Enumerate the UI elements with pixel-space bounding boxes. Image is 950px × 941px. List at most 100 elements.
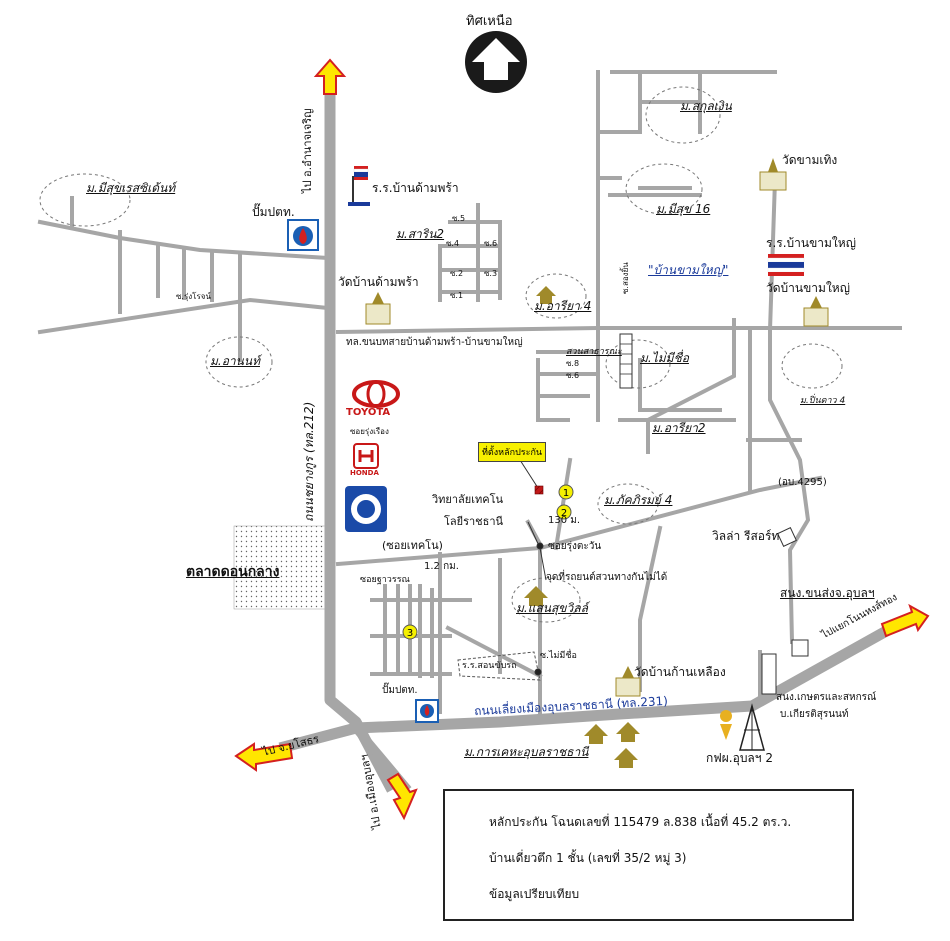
soi-3-label: ซ.3: [484, 269, 498, 278]
soi-nameless-label: ซ.ไม่มีชื่อ: [540, 651, 577, 661]
collateral-marker-icon: [534, 485, 544, 495]
soi-techno-label: (ซอยเทคโน): [382, 539, 443, 552]
company-label: บ.เกียรติสุรนนท์: [780, 709, 849, 720]
school-sonchit-area: [457, 651, 541, 681]
soi-rungruang-label: ซอยรุ่งเรือง: [350, 427, 389, 436]
distance-12-label: 1.2 กม.: [424, 561, 459, 572]
rural-road-label: ทล.ขนบทสายบ้านด้ามพร้า-บ้านขามใหญ่: [346, 337, 523, 348]
comparison-point-1: [558, 484, 574, 500]
school-dampra-flag-icon: [348, 166, 370, 206]
office-irr-label: สนง.ขนส่งจ.อุบลฯ: [780, 586, 875, 600]
egat-tower-icon: [720, 703, 765, 751]
village-meesuk-residence-label: ม.มีสุขเรสซิเด้นท์: [86, 181, 176, 195]
pointer-lines: [519, 459, 547, 676]
legend-item-collateral: หลักประกัน โฉนดเลขที่ 115479 ล.838 เนื้อ…: [489, 815, 792, 829]
house-icon: [536, 286, 556, 304]
village-araya2-label: ม.อารียา2: [652, 421, 706, 435]
road-212-label: ถนนชยางกูร (ทล.212): [302, 401, 316, 522]
temple-icon: [365, 292, 391, 325]
soi-j6-label: ซ.6: [566, 371, 580, 380]
ban-kamyai-label: "บ้านขามใหญ่": [648, 263, 729, 277]
house-icon: [614, 748, 638, 768]
row-house-icon: [619, 333, 633, 389]
school-sonchit-label: ร.ร.สอนขับรถ: [462, 661, 517, 671]
village-araya4-label: ม.อารียา 4: [534, 299, 592, 313]
highway-231: [278, 615, 909, 754]
village-house-icons: [524, 286, 640, 768]
arrow-east-icon: [880, 603, 930, 638]
temple-icons: [365, 158, 829, 697]
village-sakun-label: ม.สกุลเงิน: [680, 99, 732, 113]
arrow-north-label: ไป อ.อำนาจเจริญ: [301, 108, 314, 193]
ptt-bottom-label: ปั๊มปตท.: [382, 685, 418, 696]
village-saensuk-label: ม.แสนสุขวิลล์: [516, 601, 588, 615]
legend-item-comparison: ข้อมูลเปรียบเทียบ: [489, 887, 580, 901]
wat-kamyai-label: วัดบ้านขามใหญ่: [766, 281, 850, 295]
villa-label: วิลล่า รีสอร์ท: [712, 529, 780, 543]
toyota-label: TOYOTA: [346, 407, 391, 418]
thai-flag-icon: [767, 254, 805, 276]
wat-konlueang-label: วัดบ้านก้านเหลือง: [634, 665, 726, 679]
village-pinkao4-label: ม.ปิ่นดาว 4: [800, 396, 846, 406]
school-kamyai-label: ร.ร.บ้านขามใหญ่: [766, 236, 856, 250]
temple-icon: [615, 666, 641, 697]
soi-rungtawan-label: ซอยรุ่งตะวัน: [548, 541, 602, 552]
ptt-top-label: ปั๊มปตท.: [252, 205, 295, 219]
soi-6-label: ซ.6: [484, 239, 498, 248]
bank-logo-icon: [345, 486, 387, 532]
village-karakeha-label: ม.การเคหะอุบลราชธานี: [464, 745, 589, 759]
comparison-point-2: [556, 504, 572, 520]
wat-dampra-label: วัดบ้านด้ามพร้า: [338, 275, 419, 289]
villa-icon: [777, 527, 797, 547]
office-coop-label: สนง.เกษตรและสหกรณ์: [776, 692, 877, 703]
village-pakkarom4-label: ม.ภัคภิรมย์ 4: [604, 493, 673, 507]
village-sarin2-label: ม.สาริน2: [396, 227, 445, 241]
collateral-callout: ที่ตั้งหลักประกัน: [478, 442, 547, 462]
soi-j8-label: ซ.8: [566, 359, 580, 368]
wat-kamterng-label: วัดขามเทิง: [782, 153, 838, 167]
temple-icon: [759, 158, 787, 191]
arrow-west-icon: [234, 742, 294, 772]
techno-college-label-2: โลยีราชธานี: [444, 515, 504, 528]
direction-arrows: [234, 58, 930, 821]
village-nonamevillage-label: ม.ไม่มีชื่อ: [640, 351, 689, 365]
comparison-point-3: [402, 624, 418, 640]
soi-5-label: ซ.5: [452, 214, 466, 223]
distance-130-label: 130 ม.: [548, 515, 581, 526]
toyota-logo-icon: [352, 380, 400, 408]
soi-4-label: ซ.4: [446, 239, 460, 248]
house-icon: [584, 724, 608, 744]
school-dampra-label: ร.ร.บ้านด้ามพร้า: [372, 181, 459, 195]
soi-rungroj-label: ซ.รุ่งโรจน์: [176, 292, 211, 301]
uturn-label: จุดที่รถยนต์สวนทางกันไม่ได้: [546, 572, 668, 583]
north-compass-icon: [465, 31, 527, 93]
legend-box: หลักประกัน โฉนดเลขที่ 115479 ล.838 เนื้อ…: [443, 789, 854, 921]
honda-logo-icon: [353, 443, 379, 469]
ptt-station-icon: [415, 699, 439, 723]
park-label: สวนสาธารณะ: [566, 347, 622, 357]
village-anon-label: ม.อานนท์: [210, 354, 260, 368]
temple-icon: [803, 296, 829, 327]
arrow-south-icon: [386, 772, 418, 821]
village-meesuk16-label: ม.มีสุข 16: [656, 202, 711, 216]
egat-label: กฟผ.อุบลฯ 2: [706, 751, 773, 765]
soi-1-label: ซ.1: [450, 291, 464, 300]
compass-label: ทิศเหนือ: [466, 14, 513, 29]
office-icons: [761, 639, 809, 695]
soi-sawan-label: ซ.สองยิ้น: [621, 262, 630, 294]
minor-roads: [37, 70, 902, 722]
techno-college-label-1: วิทยาลัยเทคโน: [432, 493, 504, 506]
comparison-point-number: 1: [563, 488, 569, 499]
soi-charoen-label: ซอยฐาวรรณ: [360, 575, 410, 585]
comparison-markers: 123: [402, 484, 574, 640]
ptt-station-icon: [287, 219, 319, 251]
comparison-point-number: 3: [407, 628, 413, 639]
legend-item-house: บ้านเดี่ยวตึก 1 ชั้น (เลขที่ 35/2 หมู่ 3…: [489, 851, 687, 865]
house-icon: [524, 586, 548, 606]
house-icon: [616, 722, 640, 742]
market-area: [233, 525, 327, 610]
row-house-lines: [620, 343, 632, 375]
ub-4295-label: (อบ.4295): [778, 477, 827, 488]
arrow-north-icon: [313, 58, 347, 95]
